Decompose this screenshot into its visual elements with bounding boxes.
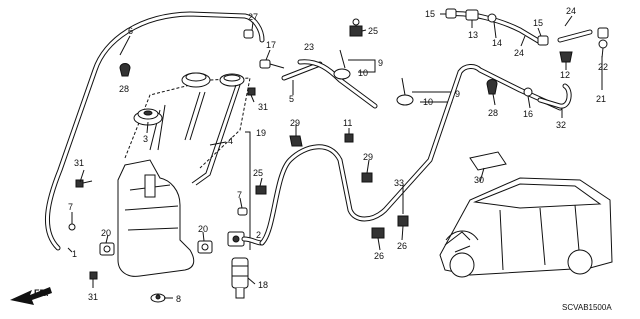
callout-29-right: 29 (363, 152, 373, 162)
callout-33: 33 (394, 178, 404, 188)
washer-pump (231, 257, 249, 299)
callout-31-a: 31 (74, 158, 84, 168)
callout-13: 13 (468, 30, 478, 40)
valve-15-left (445, 8, 457, 19)
callout-31-b: 31 (88, 292, 98, 302)
washer-motor-left (99, 242, 115, 256)
hose-33 (259, 64, 563, 246)
valve-15-right (537, 35, 549, 46)
clamp-14 (487, 13, 497, 23)
callout-32: 32 (556, 120, 566, 130)
joint-22 (597, 27, 609, 49)
callout-5: 5 (289, 94, 294, 104)
seal-grommet (133, 108, 163, 126)
clamp-16 (523, 87, 533, 97)
callout-21: 21 (596, 94, 606, 104)
callout-leaders (67, 13, 604, 299)
fitting-7-left (68, 223, 76, 231)
clip-12 (559, 51, 573, 63)
bracket-19-leader (245, 131, 251, 250)
clip-25-mid (255, 185, 267, 195)
front-direction-arrow: FR. (10, 287, 52, 305)
clip-26-right (397, 215, 409, 227)
hose-5 (281, 61, 323, 81)
hose-32 (537, 83, 572, 109)
callout-26-right: 26 (397, 241, 407, 251)
callout-20-right: 20 (198, 224, 208, 234)
callout-24-left: 24 (514, 48, 524, 58)
callout-20-left: 20 (101, 228, 111, 238)
callout-9-lower: 9 (455, 89, 460, 99)
washer-motor-right (197, 240, 213, 254)
washer-tank (117, 77, 251, 277)
callout-25-top: 25 (368, 26, 378, 36)
vehicle-outline (439, 177, 613, 278)
callout-2: 2 (256, 230, 261, 240)
clip-26-left (371, 227, 385, 239)
clip-27 (243, 29, 254, 39)
front-direction-label: FR. (34, 288, 49, 298)
callout-23: 23 (304, 42, 314, 52)
callout-26-left: 26 (374, 251, 384, 261)
callout-9-upper: 9 (378, 58, 383, 68)
bolt-11 (344, 128, 354, 143)
callout-15-right: 15 (533, 18, 543, 28)
callout-15-left: 15 (425, 9, 435, 19)
callout-18: 18 (258, 280, 268, 290)
fitting-7-right (237, 207, 248, 216)
callout-7-left: 7 (68, 202, 73, 212)
callout-10-lower: 10 (423, 97, 433, 107)
leader-9-upper (348, 59, 376, 73)
bolt-31-b (89, 271, 98, 288)
hose-6 (44, 11, 265, 251)
pad-30 (469, 151, 507, 171)
callout-30: 30 (474, 175, 484, 185)
callout-12: 12 (560, 70, 570, 80)
clip-28-right (486, 79, 498, 95)
callout-11: 11 (343, 118, 352, 128)
clip-28-left (119, 63, 131, 77)
callout-31-top: 31 (258, 102, 268, 112)
callout-7-right: 7 (237, 190, 242, 200)
callout-14: 14 (492, 38, 502, 48)
callout-22: 22 (598, 62, 608, 72)
clip-29-left (289, 135, 303, 147)
callout-25-mid: 25 (253, 168, 263, 178)
callout-6: 6 (128, 26, 133, 36)
callout-29-left: 29 (290, 118, 300, 128)
callout-19: 19 (256, 128, 266, 138)
bolt-31-c (247, 87, 256, 103)
callout-16: 16 (523, 109, 533, 119)
callout-10-upper: 10 (358, 68, 368, 78)
clip-29-right (361, 172, 373, 183)
callout-3: 3 (143, 134, 148, 144)
joint-10-upper (333, 49, 351, 80)
valve-17 (259, 59, 285, 69)
joint-13 (465, 9, 479, 21)
filler-cap (181, 72, 245, 186)
bolt-31-a (75, 179, 93, 188)
callout-24-right: 24 (566, 6, 576, 16)
callout-28-right: 28 (488, 108, 498, 118)
clip-25-top (349, 18, 363, 37)
callout-17: 17 (266, 40, 276, 50)
callout-28-left: 28 (119, 84, 129, 94)
fitting-8 (150, 293, 166, 303)
pump-joint-2 (227, 231, 265, 247)
callout-numbers: 6 27 17 28 3 4 19 31 5 23 25 9 10 9 10 1… (68, 6, 608, 304)
callout-1: 1 (72, 249, 77, 259)
callout-4: 4 (228, 136, 233, 146)
callout-27: 27 (248, 12, 258, 22)
hose-23 (297, 59, 378, 109)
diagram-code: SCVAB1500A (562, 303, 612, 312)
joint-10-lower (396, 77, 414, 106)
callout-8: 8 (176, 294, 181, 304)
